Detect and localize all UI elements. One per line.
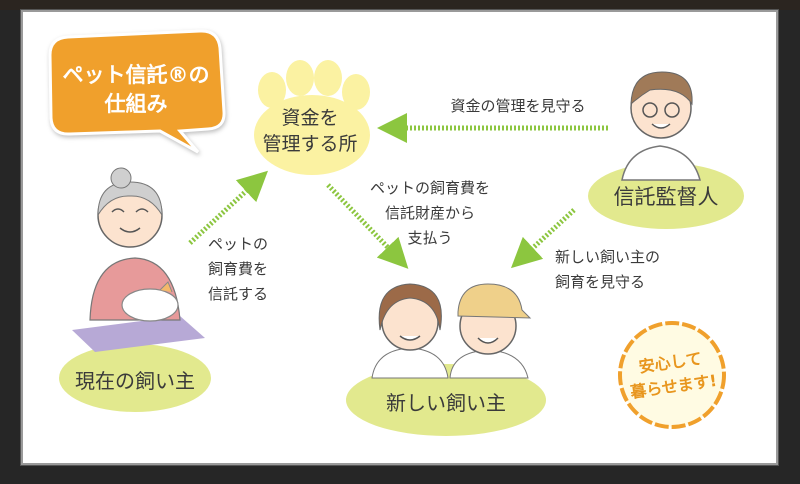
arrow-owner-to-fund xyxy=(188,170,269,245)
reassurance-badge: 安心して 暮らせます! xyxy=(618,321,726,429)
new-owners-illustration xyxy=(346,283,546,436)
title-bubble: ペット信託®の 仕組み xyxy=(48,29,226,154)
fund-place-line-1: 資金を xyxy=(281,107,338,129)
new-owner-label: 新しい飼い主 xyxy=(386,391,506,415)
fund-place-line-2: 管理する所 xyxy=(262,133,357,155)
current-owner-label: 現在の飼い主 xyxy=(75,369,195,393)
arrow-label-supervisor-to-new-owner: 新しい飼い主の 飼育を見守る xyxy=(555,248,660,291)
label-line: ペットの飼育費を xyxy=(370,179,490,197)
title-line-2: 仕組み xyxy=(104,92,168,116)
label-line: 飼育を見守る xyxy=(555,273,645,291)
paw-icon xyxy=(254,60,370,175)
arrow-label-supervisor-to-fund: 資金の管理を見守る xyxy=(450,97,585,115)
supervisor-label: 信託監督人 xyxy=(614,185,719,209)
current-owner-illustration xyxy=(59,167,211,412)
supervisor-illustration xyxy=(588,71,744,229)
label-line: 信託する xyxy=(208,285,268,303)
label-line: 支払う xyxy=(407,229,452,247)
title-line-1: ペット信託®の xyxy=(63,63,210,87)
label-line: 信託財産から xyxy=(385,204,475,222)
arrow-label-fund-to-new-owner: ペットの飼育費を 信託財産から 支払う xyxy=(370,179,490,247)
label-line: 新しい飼い主の xyxy=(555,248,660,266)
label-line: ペットの xyxy=(208,235,268,253)
arrow-fund-to-new-owner xyxy=(326,183,409,269)
arrow-label-owner-to-fund: ペットの 飼育費を 信託する xyxy=(208,235,268,303)
backdrop[interactable] xyxy=(0,0,800,10)
label-line: 飼育費を xyxy=(208,260,268,278)
